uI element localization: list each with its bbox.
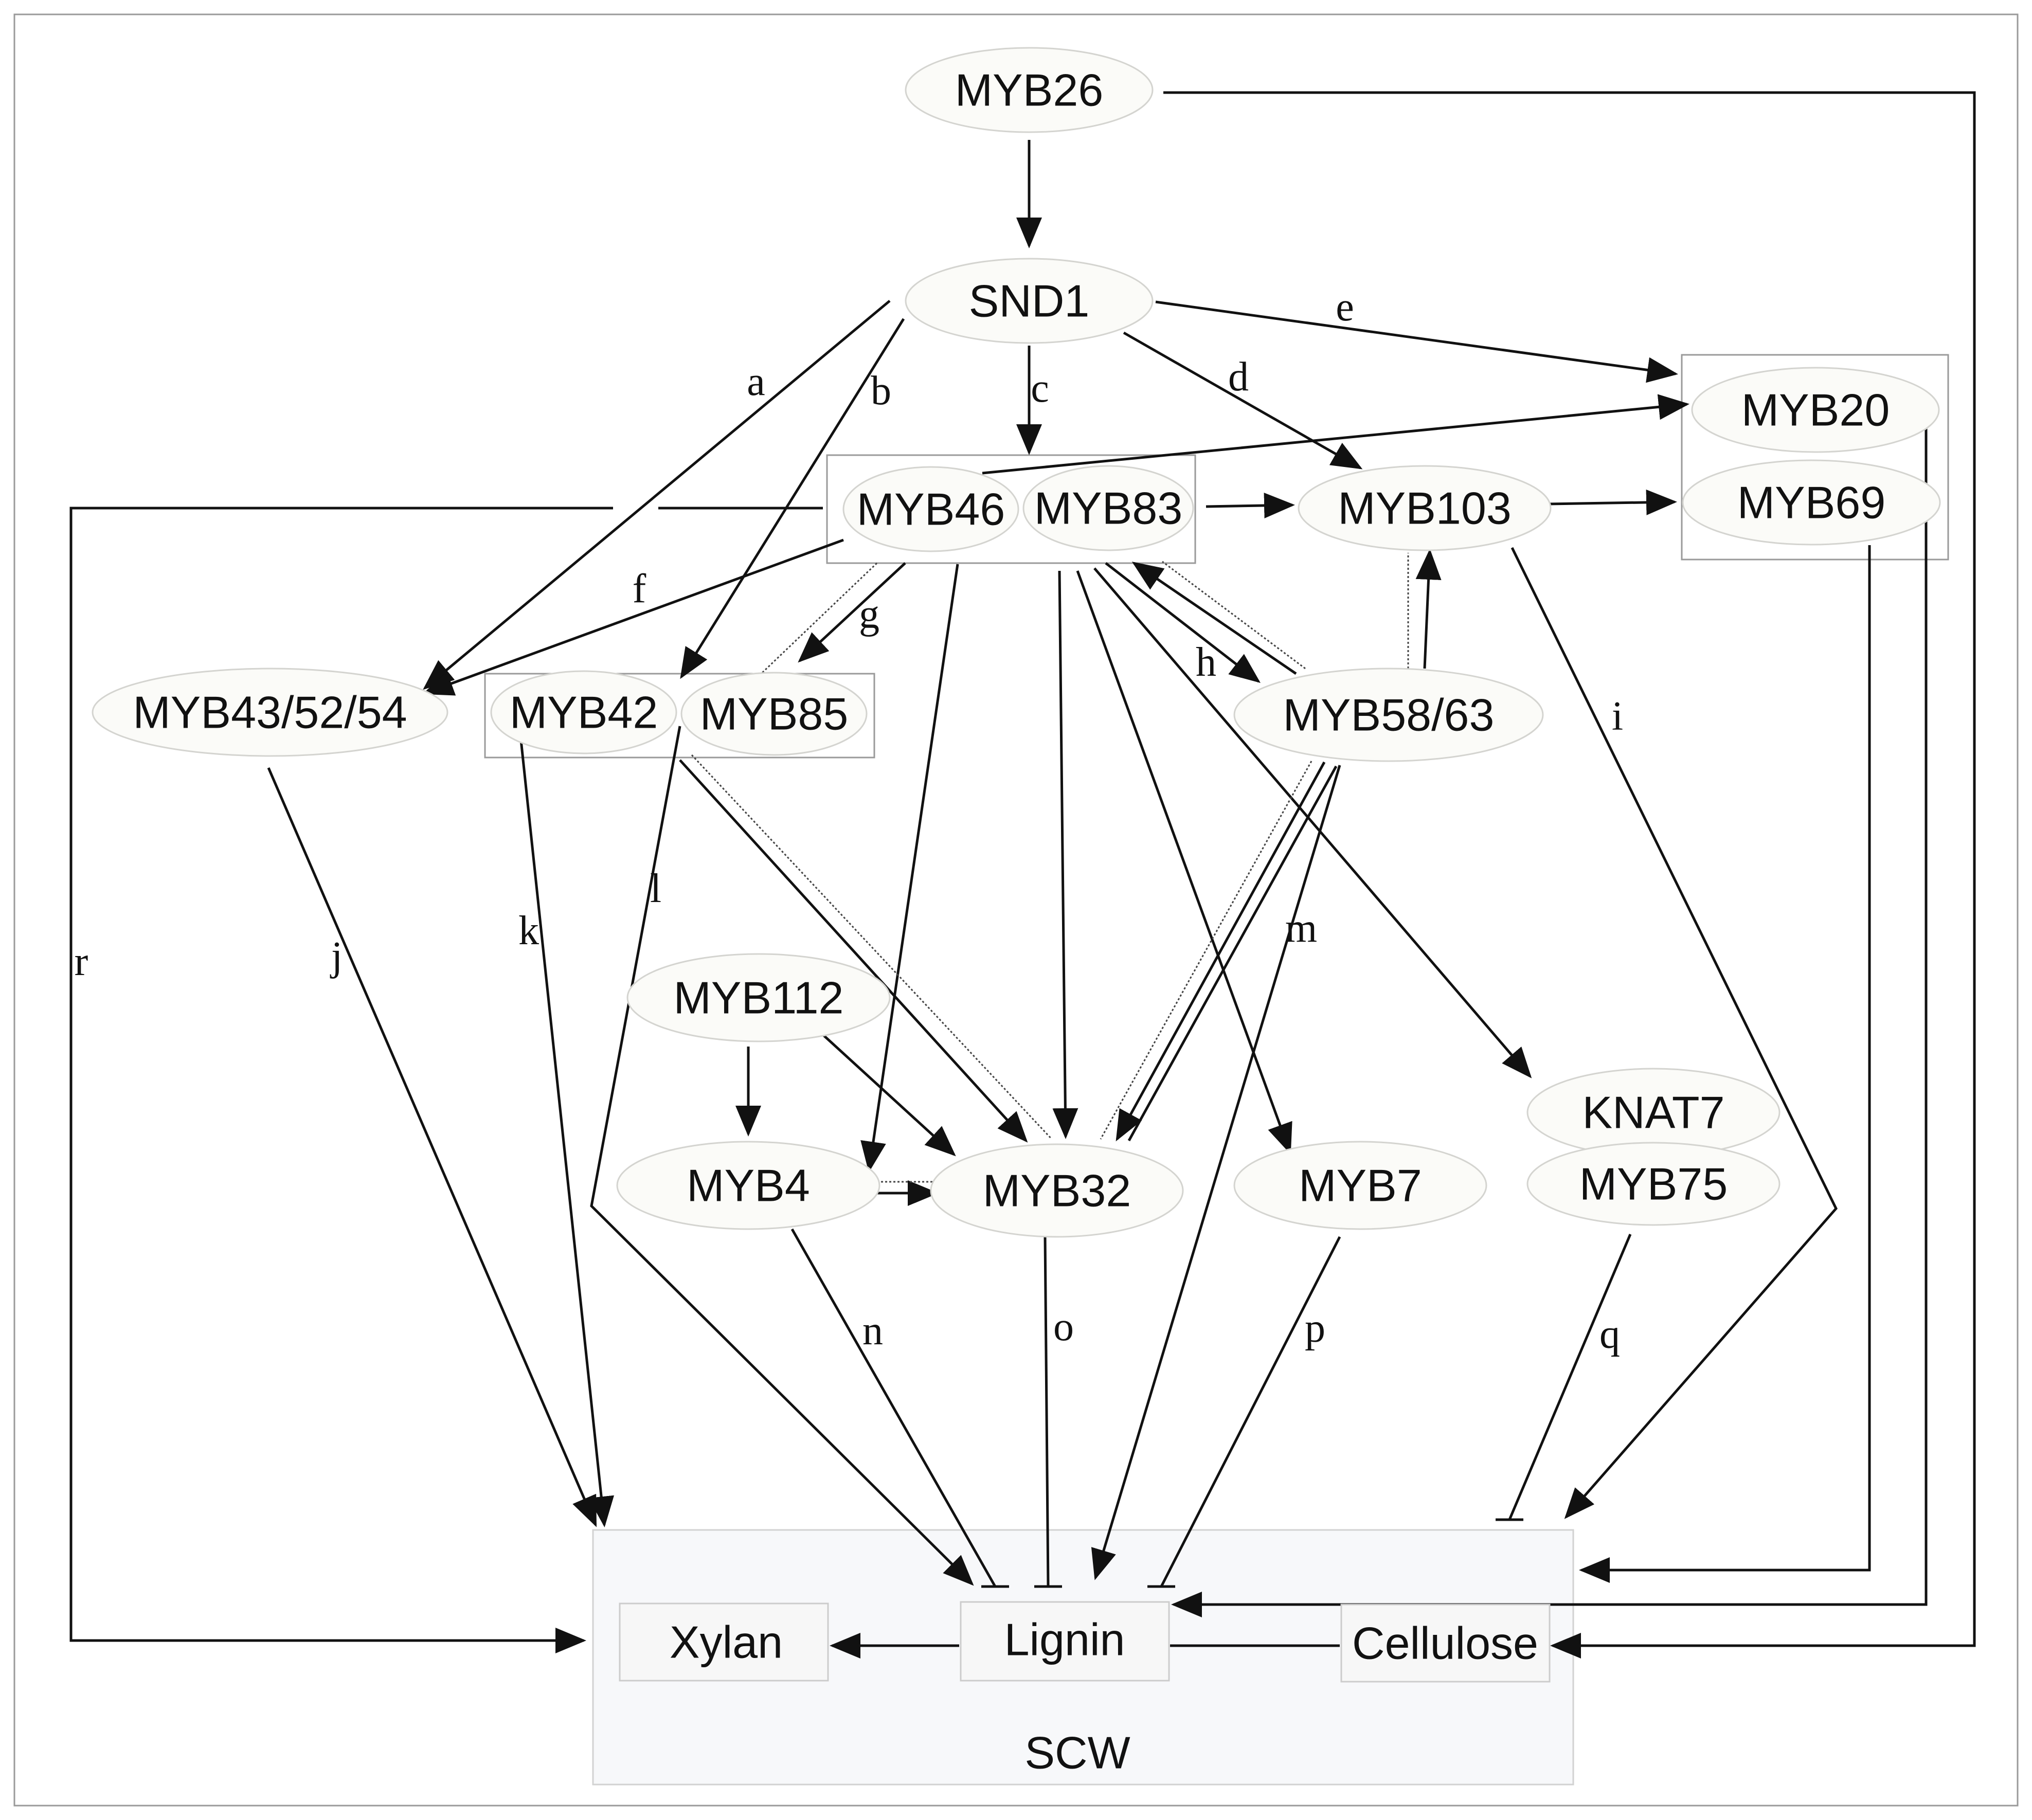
edge-label-i: i	[1612, 694, 1623, 739]
edge-p	[1160, 1236, 1341, 1588]
edge-myb58-myb32-dotted	[1100, 761, 1312, 1140]
edge-myb46-knat7	[1093, 567, 1532, 1078]
lignin-label: Lignin	[1004, 1614, 1125, 1665]
edge-label-j: j	[330, 934, 343, 979]
myb75-label: MYB75	[1579, 1159, 1728, 1210]
edge-myb58-myb32	[1116, 761, 1326, 1142]
scw-label: SCW	[1024, 1727, 1130, 1778]
edge-label-r: r	[75, 939, 88, 984]
node-myb85: MYB85	[680, 672, 868, 756]
node-myb69: MYB69	[1682, 459, 1941, 546]
node-myb83: MYB83	[1022, 465, 1194, 551]
edge-j	[267, 767, 597, 1527]
edge-label-o: o	[1053, 1304, 1074, 1349]
node-myb42: MYB42	[490, 670, 677, 754]
edge-label-e: e	[1336, 284, 1354, 330]
edge-myb46-myb32	[1052, 570, 1078, 1139]
node-myb112: MYB112	[626, 953, 891, 1042]
edge-labels: a b c d e f g h i j k l m n o p q r	[75, 284, 1623, 1357]
edge-label-p: p	[1305, 1306, 1325, 1351]
edge-label-c: c	[1031, 366, 1049, 411]
edge-o	[1044, 1236, 1050, 1587]
node-knat7: KNAT7	[1526, 1068, 1781, 1157]
edge-g-dotted	[760, 562, 878, 675]
edge-label-l: l	[650, 866, 661, 911]
edge-label-m: m	[1285, 906, 1317, 951]
edge-myb46-myb4	[860, 564, 959, 1173]
node-myb26: MYB26	[905, 47, 1154, 133]
myb58-63-label: MYB58/63	[1283, 690, 1495, 741]
edge-label-q: q	[1599, 1312, 1620, 1357]
cellulose-label: Cellulose	[1352, 1618, 1538, 1669]
edge-myb103-myb69	[1548, 489, 1677, 515]
edge-a	[423, 300, 891, 690]
edge-e	[1155, 300, 1678, 383]
node-myb20: MYB20	[1691, 367, 1940, 453]
node-cellulose: Cellulose	[1340, 1603, 1551, 1683]
myb46-label: MYB46	[857, 484, 1005, 535]
myb32-label: MYB32	[983, 1165, 1131, 1216]
myb69-label: MYB69	[1737, 477, 1886, 528]
node-myb103: MYB103	[1298, 465, 1552, 551]
myb42-label: MYB42	[510, 687, 658, 738]
node-xylan: Xylan	[619, 1602, 829, 1682]
node-myb43-52-54: MYB43/52/54	[92, 668, 448, 757]
edge-myb42-myb32	[679, 759, 1028, 1143]
edge-g	[798, 562, 906, 663]
edge-myb42-myb32-dotted	[691, 754, 1053, 1140]
node-snd1: SND1	[905, 258, 1154, 344]
edge-myb46-myb7	[1076, 570, 1292, 1155]
myb4-label: MYB4	[687, 1160, 810, 1211]
edge-d	[1123, 331, 1363, 470]
edge-l	[590, 726, 974, 1586]
myb26-label: MYB26	[955, 65, 1104, 116]
myb85-label: MYB85	[700, 689, 849, 740]
edge-f	[422, 538, 844, 696]
edge-r	[69, 507, 613, 1653]
node-myb7: MYB7	[1233, 1141, 1487, 1230]
snd1-label: SND1	[969, 276, 1090, 327]
edge-myb46-myb20	[982, 394, 1689, 475]
edge-label-k: k	[518, 908, 539, 953]
node-myb4: MYB4	[616, 1141, 880, 1230]
node-myb58-63: MYB58/63	[1233, 668, 1544, 762]
edge-label-g: g	[859, 592, 879, 637]
myb83-label: MYB83	[1034, 483, 1183, 534]
edge-label-f: f	[633, 566, 646, 611]
node-lignin: Lignin	[960, 1601, 1170, 1682]
edge-myb46-myb103	[1206, 492, 1295, 518]
edge-m	[1091, 765, 1341, 1580]
edge-label-a: a	[747, 359, 765, 404]
myb112-label: MYB112	[674, 972, 844, 1023]
edge-myb112-myb32	[822, 1034, 956, 1157]
edge-label-b: b	[871, 368, 891, 413]
edge-k	[519, 735, 615, 1527]
edge-n	[790, 1228, 997, 1588]
myb43-52-54-label: MYB43/52/54	[133, 687, 407, 738]
knat7-label: KNAT7	[1582, 1087, 1724, 1138]
figure-frame	[13, 13, 2019, 1807]
node-myb32: MYB32	[930, 1143, 1184, 1238]
node-myb46: MYB46	[842, 466, 1019, 552]
edge-label-n: n	[862, 1308, 883, 1354]
edge-i	[1510, 547, 1838, 1519]
edge-myb20-lignin	[1171, 427, 1928, 1617]
myb20-label: MYB20	[1741, 385, 1890, 436]
edge-h	[1105, 562, 1261, 683]
edge-myb58-myb103	[1415, 549, 1442, 669]
edge-myb69-scw	[1579, 545, 1871, 1583]
edge-q	[1508, 1234, 1632, 1520]
edge-b	[680, 318, 905, 679]
edge-myb58-myb46-dotted	[1162, 561, 1306, 670]
edge-myb58-myb32-2	[1127, 765, 1338, 1142]
myb103-label: MYB103	[1338, 483, 1512, 534]
edge-label-d: d	[1228, 354, 1249, 400]
myb7-label: MYB7	[1299, 1160, 1422, 1211]
edge-myb58-myb46	[1131, 562, 1297, 675]
xylan-label: Xylan	[670, 1617, 783, 1668]
node-myb75: MYB75	[1526, 1142, 1781, 1226]
edge-label-h: h	[1196, 640, 1216, 685]
edge-myb26-cellulose	[1163, 91, 1976, 1659]
